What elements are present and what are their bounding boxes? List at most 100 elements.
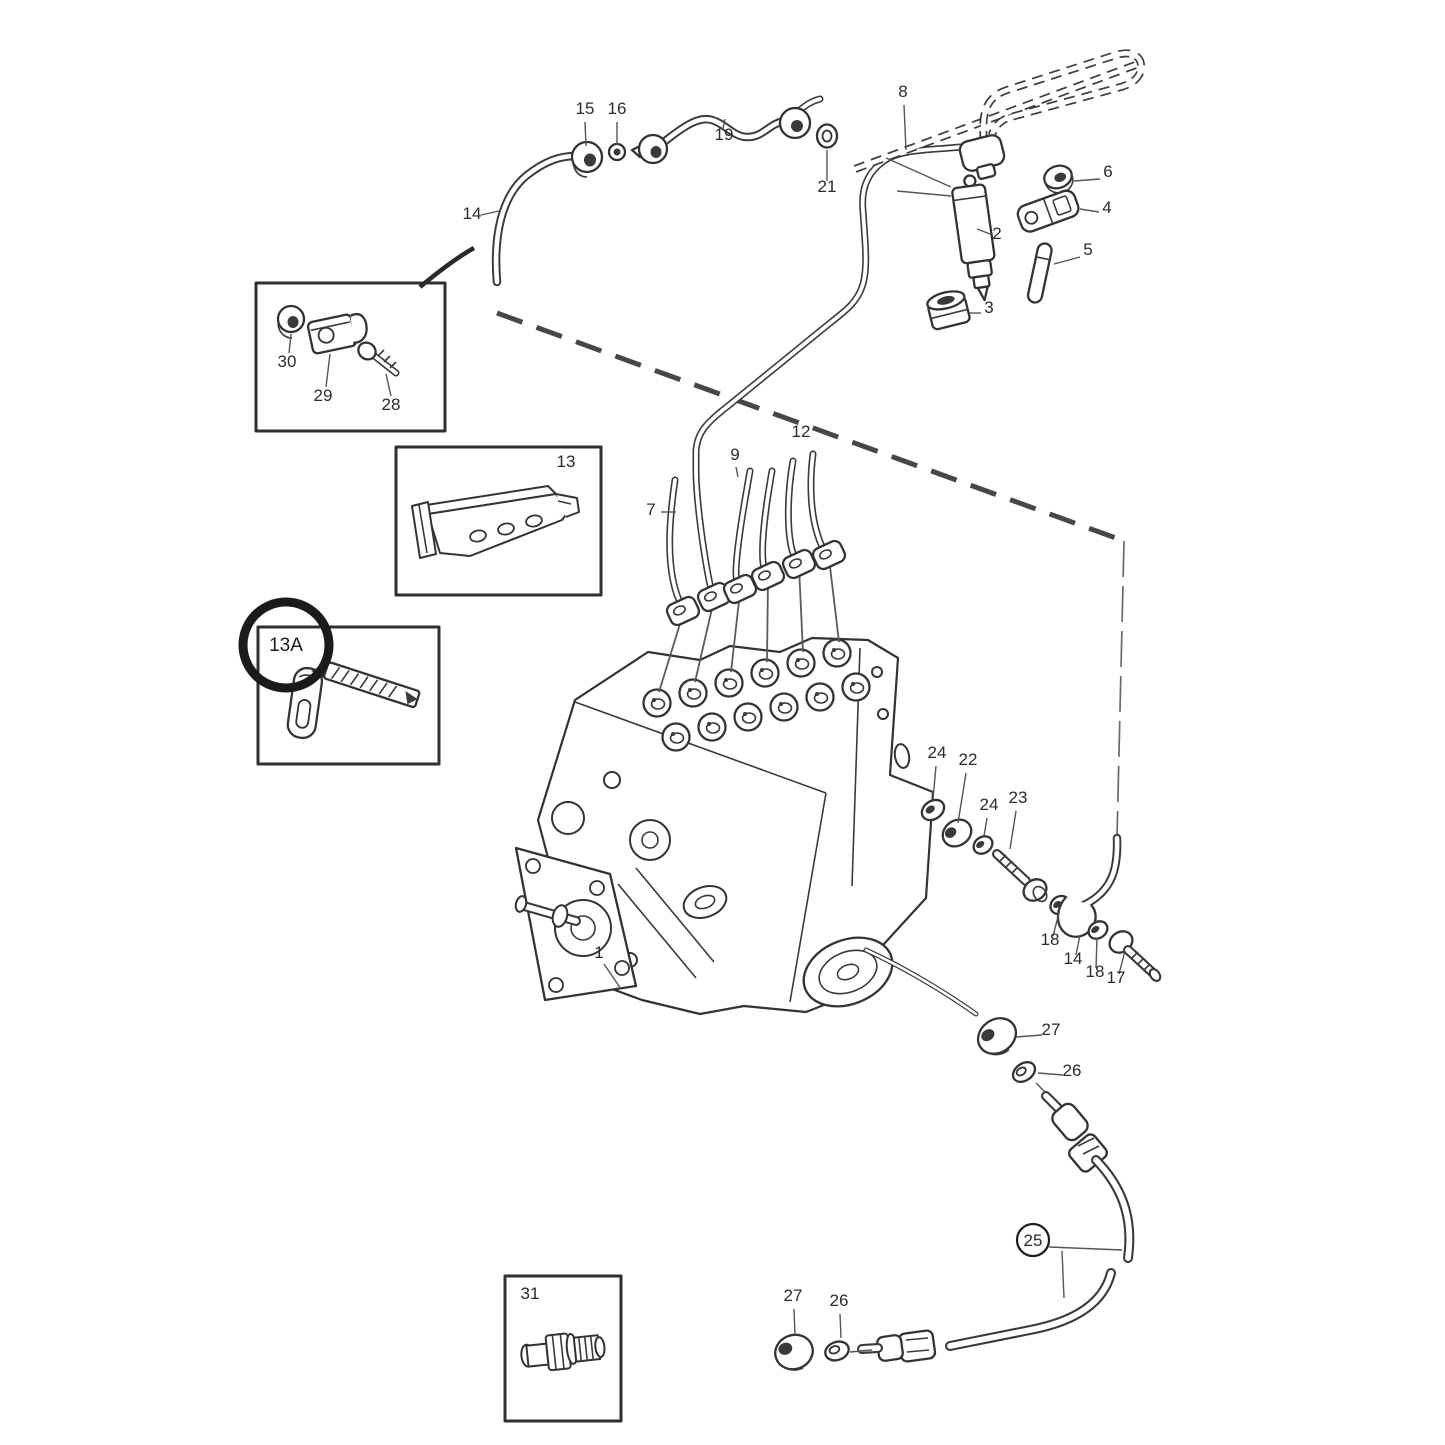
bracket-13 bbox=[411, 485, 580, 559]
part-label-21: 21 bbox=[818, 150, 837, 196]
part-number-text: 26 bbox=[1063, 1061, 1082, 1080]
part-label-28: 28 bbox=[382, 373, 400, 414]
part-number-text: 24 bbox=[980, 795, 999, 814]
part-label-17: 17 bbox=[1107, 950, 1126, 987]
part-label-27: 27 bbox=[784, 1286, 803, 1336]
connector-line bbox=[766, 578, 769, 663]
part-number-text: 14 bbox=[1064, 949, 1083, 968]
pump-drive-drum bbox=[802, 936, 894, 1008]
part-label-13: 13 bbox=[557, 452, 576, 471]
clamp-yoke-4 bbox=[1016, 189, 1080, 233]
part-number-text: 24 bbox=[928, 743, 947, 762]
part-number-text: 13A bbox=[269, 635, 303, 656]
part-label-25: 25 bbox=[1015, 1222, 1123, 1299]
connector-line bbox=[798, 566, 804, 653]
part-number-text: 29 bbox=[314, 386, 333, 405]
sleeve-26a bbox=[1011, 1061, 1037, 1083]
connector-line bbox=[730, 591, 741, 673]
part-label-19: 19 bbox=[715, 118, 733, 144]
part-label-31: 31 bbox=[521, 1284, 540, 1303]
part-label-4: 4 bbox=[1079, 198, 1112, 217]
inset-box-frame bbox=[394, 445, 603, 597]
part-number-text: 21 bbox=[818, 177, 837, 196]
connector-line bbox=[694, 599, 715, 683]
washer-24a bbox=[920, 798, 946, 822]
delivery-valve-knob bbox=[822, 638, 852, 668]
clamp-kit-inset-box bbox=[254, 246, 476, 433]
delivery-valve-knob bbox=[733, 702, 763, 732]
part-label-14: 14 bbox=[1064, 934, 1083, 968]
part-label-24: 24 bbox=[980, 795, 999, 837]
part-number-text: 31 bbox=[521, 1284, 540, 1303]
injector-union-nut bbox=[958, 134, 1006, 180]
part-label-1: 1 bbox=[594, 943, 622, 990]
delivery-valve-knob bbox=[750, 658, 780, 688]
nut-27b bbox=[774, 1333, 814, 1371]
part-number-text: 6 bbox=[1103, 162, 1112, 181]
hose-25 bbox=[950, 1160, 1129, 1346]
part-label-16: 16 bbox=[608, 99, 627, 145]
injection-pump bbox=[514, 636, 935, 1016]
banjo-fitting-left bbox=[630, 133, 669, 165]
nut-15 bbox=[570, 140, 604, 178]
part-number-text: 15 bbox=[576, 99, 595, 118]
part-number-text: 22 bbox=[959, 750, 978, 769]
pipe-union-nut bbox=[750, 560, 786, 592]
delivery-valve-knob bbox=[697, 712, 727, 742]
nut-30 bbox=[276, 304, 306, 339]
nut-6 bbox=[1043, 164, 1074, 194]
delivery-valve-knob bbox=[769, 692, 799, 722]
part-label-26: 26 bbox=[830, 1291, 848, 1339]
part-label-18: 18 bbox=[1086, 937, 1104, 981]
delivery-valve-knob bbox=[805, 682, 835, 712]
part-label-3: 3 bbox=[969, 298, 994, 317]
banjo-bolt-23 bbox=[997, 854, 1048, 903]
inset-box-frame bbox=[254, 281, 447, 433]
part-number-text: 4 bbox=[1102, 198, 1111, 217]
part-number-text: 5 bbox=[1083, 240, 1092, 259]
part-label-5: 5 bbox=[1053, 240, 1093, 265]
part-number-text: 30 bbox=[278, 352, 297, 371]
nut-27a bbox=[976, 1017, 1018, 1056]
part-label-13A: 13A bbox=[238, 597, 334, 693]
pump-inspection-port bbox=[629, 819, 671, 861]
part-number-text: 17 bbox=[1107, 968, 1126, 987]
part-number-text: 13 bbox=[557, 452, 576, 471]
part-label-6: 6 bbox=[1073, 162, 1113, 182]
part-number-text: 18 bbox=[1041, 930, 1060, 949]
part-label-23: 23 bbox=[1009, 788, 1027, 850]
inset-box-pointer bbox=[418, 246, 476, 289]
spacer-pin-5 bbox=[1026, 242, 1053, 304]
part-number-text: 2 bbox=[992, 224, 1001, 243]
pipe-union-nuts bbox=[665, 539, 847, 627]
part-number-text: 12 bbox=[792, 422, 811, 441]
part-label-9: 9 bbox=[730, 445, 740, 478]
banjo-fitting-right bbox=[778, 106, 812, 140]
pump-drive-shaft bbox=[514, 895, 576, 928]
part-number-text: 27 bbox=[784, 1286, 803, 1305]
part-label-30: 30 bbox=[278, 333, 297, 371]
connector-line bbox=[658, 613, 684, 693]
pipe-union-nut bbox=[811, 539, 847, 571]
washer-18b bbox=[1087, 920, 1109, 940]
hose-coupling-a bbox=[1041, 1091, 1108, 1173]
delivery-valve-knob bbox=[714, 668, 744, 698]
part-number-text: 16 bbox=[608, 99, 627, 118]
pipe-union-nut bbox=[781, 548, 817, 580]
part-number-text: 3 bbox=[984, 298, 993, 317]
overflow-line-assembly bbox=[774, 950, 1129, 1371]
part-label-2: 2 bbox=[976, 224, 1002, 243]
bracket-inset-box bbox=[394, 445, 603, 597]
part-number-text: 25 bbox=[1024, 1231, 1043, 1250]
part-label-14: 14 bbox=[463, 204, 500, 223]
clamp-29 bbox=[306, 312, 368, 355]
part-label-29: 29 bbox=[314, 353, 333, 405]
injector-2 bbox=[951, 174, 996, 302]
part-label-12: 12 bbox=[792, 422, 811, 441]
hose-coupling-b bbox=[857, 1329, 937, 1363]
pipe-union-nut bbox=[665, 595, 701, 627]
part-label-27: 27 bbox=[1015, 1020, 1060, 1039]
